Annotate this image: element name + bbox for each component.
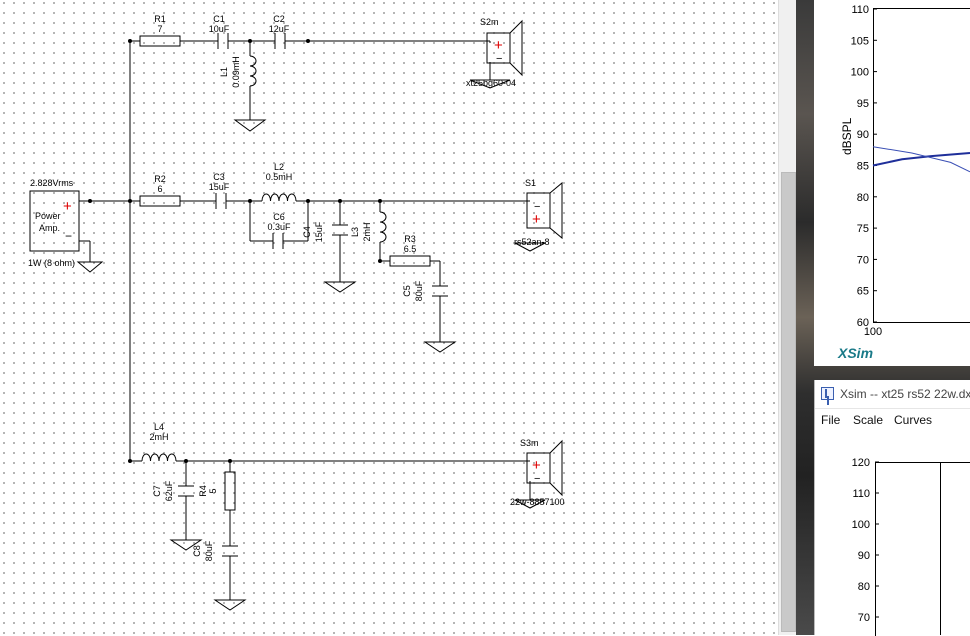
speaker-s3m-name: S3m (520, 438, 539, 448)
xsim-app-icon (821, 387, 834, 400)
s2m-plus-sign: + (494, 37, 503, 54)
menu-scale[interactable]: Scale (853, 413, 884, 427)
s3m-plus-sign: + (532, 457, 541, 474)
graph2-y-tick-label: 110 (852, 488, 870, 500)
xsim-second-window[interactable]: Xsim -- xt25 rs52 22w.dx File Scale Curv… (814, 380, 970, 636)
speaker-s2m-name: S2m (480, 17, 499, 27)
c4-value: 15uF (314, 221, 324, 242)
graph2-y-tick-label: 80 (858, 581, 870, 593)
source-power-note: 1W (8 ohm) (28, 258, 75, 268)
l1-name: L1 (219, 67, 229, 77)
y-tick-label: 90 (857, 129, 869, 141)
l3-value: 2mH (362, 222, 372, 241)
l4-value: 2mH (149, 432, 168, 442)
l4-name: L4 (154, 422, 164, 432)
xsim-brand-logo: XSim (838, 345, 874, 361)
c1-name: C1 (213, 14, 225, 24)
c6-name: C6 (273, 212, 285, 222)
menu-curves[interactable]: Curves (894, 413, 933, 427)
schematic-drawing[interactable]: 2.828Vrms Power Amp. + − 1W (8 ohm) R1 7… (0, 0, 778, 635)
y-tick-label: 105 (851, 35, 869, 47)
r1-value: 7 (157, 24, 162, 34)
r4-name: R4 (198, 485, 208, 497)
graph2-y-tick-label: 120 (852, 457, 870, 469)
window-title: Xsim -- xt25 rs52 22w.dx (840, 387, 970, 401)
y-tick-label: 60 (857, 317, 869, 329)
y-tick-label: 65 (857, 286, 869, 298)
r4-value: 5 (208, 488, 218, 493)
l2-value: 0.5mH (266, 172, 293, 182)
scrollbar-thumb[interactable] (781, 172, 796, 632)
s3m-minus-sign: − (534, 473, 540, 485)
y-tick-label: 75 (857, 223, 869, 235)
c5-value: 80uF (414, 280, 424, 301)
source-plus-sign: + (63, 198, 72, 215)
source-minus-sign: − (65, 229, 72, 243)
source-label: Power (35, 211, 61, 221)
l2-name: L2 (274, 162, 284, 172)
x-tick-label: 100 (864, 326, 882, 338)
c1-value: 10uF (209, 24, 230, 34)
response-curve-2 (872, 146, 970, 173)
l1-value: 0.09mH (231, 56, 241, 88)
response-curve-1 (872, 151, 970, 167)
r2-name: R2 (154, 174, 166, 184)
speaker-s1-model: rs52an-8 (514, 237, 550, 247)
y-tick-label: 80 (857, 192, 869, 204)
c7-value: 62uF (164, 480, 174, 501)
speaker-s1-name: S1 (525, 178, 536, 188)
c4-name: C4 (302, 226, 312, 238)
speaker-s3m-model: 22w-8857100 (510, 497, 565, 507)
r3-name: R3 (404, 234, 416, 244)
graph2-y-tick-label: 100 (852, 519, 870, 531)
source-label-2: Amp. (39, 223, 60, 233)
canvas-vertical-scrollbar[interactable] (778, 0, 797, 635)
y-tick-label: 100 (851, 67, 869, 79)
y-tick-label: 95 (857, 98, 869, 110)
c2-value: 12uF (269, 24, 290, 34)
source-voltage: 2.828Vrms (30, 178, 74, 188)
window-titlebar[interactable]: Xsim -- xt25 rs52 22w.dx (815, 380, 970, 409)
c7-name: C7 (152, 485, 162, 497)
c3-value: 15uF (209, 182, 230, 192)
graph2-y-tick-label: 70 (858, 612, 870, 624)
y-tick-label: 85 (857, 161, 869, 173)
s1-plus-sign: + (532, 211, 541, 228)
menu-file[interactable]: File (821, 413, 841, 427)
r3-value: 6.5 (404, 244, 417, 254)
r1-name: R1 (154, 14, 166, 24)
c3-name: C3 (213, 172, 225, 182)
c8-name: C8 (192, 545, 202, 557)
speaker-s2m-model: xt25bg60-04 (466, 78, 516, 88)
c5-name: C5 (402, 285, 412, 297)
schematic-canvas[interactable]: 2.828Vrms Power Amp. + − 1W (8 ohm) R1 7… (0, 0, 778, 635)
s1-minus-sign: − (534, 201, 540, 213)
menu-bar: File Scale Curves (815, 409, 970, 431)
c8-value: 80uF (204, 540, 214, 561)
s2m-minus-sign: − (496, 53, 502, 65)
l3-name: L3 (350, 227, 360, 237)
graph2-marker-line (940, 462, 941, 635)
graph2-y-tick-label: 90 (858, 550, 870, 562)
c6-value: 0.3uF (267, 222, 291, 232)
y-tick-label: 110 (851, 4, 869, 16)
c2-name: C2 (273, 14, 285, 24)
y-tick-label: 70 (857, 254, 869, 266)
graph2-svg: 120 110 100 90 80 70 (852, 457, 879, 624)
r2-value: 6 (157, 184, 162, 194)
graph2-plot-area[interactable] (875, 462, 970, 636)
